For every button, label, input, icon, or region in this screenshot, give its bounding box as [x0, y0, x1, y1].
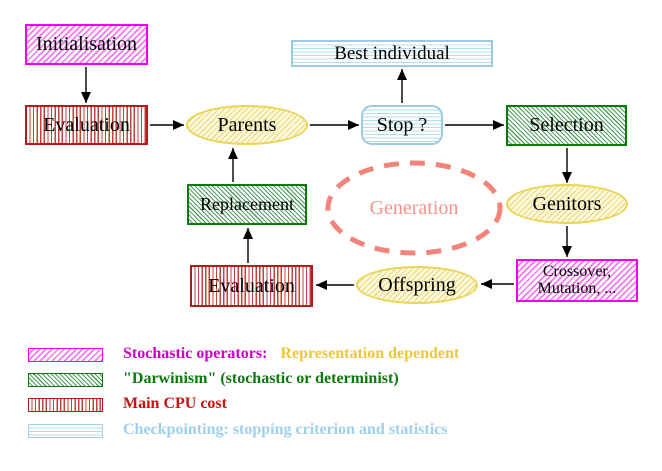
- node-parents: Parents: [186, 105, 308, 145]
- node-replacement: Replacement: [187, 184, 307, 225]
- legend-swatch-magenta-hatch: [28, 348, 103, 362]
- legend-row-cpu-cost: Main CPU cost: [0, 395, 662, 413]
- node-genitors: Genitors: [506, 184, 628, 224]
- legend-row-checkpointing: Checkpointing: stopping criterion and st…: [0, 421, 662, 439]
- legend-swatch-green-hatch: [28, 373, 103, 387]
- legend-swatch-red-hatch: [28, 398, 103, 412]
- node-initialisation: Initialisation: [25, 24, 148, 65]
- generation-label: Generation: [369, 196, 459, 219]
- legend-swatch-blue-hatch: [28, 424, 103, 438]
- legend-row-darwinism: "Darwinism" (stochastic or determinist): [0, 370, 662, 388]
- node-selection: Selection: [506, 105, 627, 146]
- node-evaluation-top: Evaluation: [25, 105, 148, 145]
- generation-dashed-ellipse: [325, 160, 503, 256]
- legend-label-stochastic-operators: Stochastic operators:: [123, 345, 268, 362]
- crossover-line2: Mutation, ...: [537, 279, 617, 297]
- legend-label-representation-dependent: Representation dependent: [280, 345, 460, 362]
- legend-row-stochastic: Stochastic operators: Representation depe…: [0, 345, 662, 363]
- node-stop: Stop ?: [361, 105, 443, 145]
- legend-label-darwinism: "Darwinism" (stochastic or determinist): [123, 370, 399, 387]
- legend-label-checkpointing: Checkpointing: stopping criterion and st…: [123, 421, 448, 438]
- node-best-individual: Best individual: [291, 40, 493, 67]
- node-crossover-mutation: Crossover, Mutation, ...: [516, 259, 638, 302]
- node-evaluation-bottom: Evaluation: [190, 265, 313, 307]
- legend-label-main-cpu-cost: Main CPU cost: [123, 395, 227, 412]
- node-offspring: Offspring: [356, 266, 478, 304]
- crossover-line1: Crossover,: [542, 262, 612, 280]
